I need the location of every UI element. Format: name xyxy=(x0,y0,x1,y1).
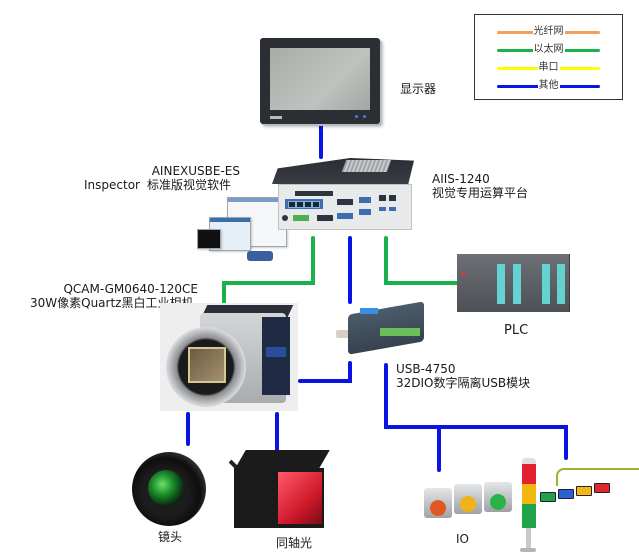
industrial-pc-icon xyxy=(272,158,414,230)
camera-subtitle: 30W像素Quartz黑白工业相机 xyxy=(30,296,194,310)
legend-label-serial: 串口 xyxy=(537,62,560,73)
legend-label-fiber: 光纤网 xyxy=(532,26,565,37)
plc-icon xyxy=(457,254,570,312)
legend-label-other: 其他 xyxy=(537,80,560,91)
legend-item-serial: 串口 xyxy=(475,61,622,75)
monitor-icon xyxy=(260,38,380,124)
legend-item-ethernet: 以太网 xyxy=(475,43,622,57)
software-subtitle-b: 标准版视觉软件 xyxy=(147,178,232,192)
wire-camera-usb xyxy=(298,361,352,383)
plc-label: PLC xyxy=(504,323,529,338)
usb-module-title: USB-4750 xyxy=(396,362,456,376)
usb-io-module-icon xyxy=(336,300,430,355)
push-buttons-icon xyxy=(422,478,514,526)
lens-icon xyxy=(132,448,214,526)
wire-ipc-plc xyxy=(384,236,459,285)
ipc-title: AIIS-1240 xyxy=(432,172,490,186)
io-label: IO xyxy=(456,532,469,546)
monitor-label: 显示器 xyxy=(400,82,437,96)
software-subtitle-a: Inspector xyxy=(84,178,140,192)
software-title: AINEXUSBE-ES xyxy=(151,164,240,178)
industrial-camera-icon xyxy=(160,303,298,411)
legend: 光纤网 以太网 串口 其他 xyxy=(474,14,623,100)
tower-light-icon xyxy=(520,458,639,556)
legend-item-other: 其他 xyxy=(475,79,622,93)
coaxial-light-icon xyxy=(228,450,330,530)
coax-light-label: 同轴光 xyxy=(276,536,313,550)
camera-title: QCAM-GM0640-120CE xyxy=(63,282,198,296)
mini-camera-icon xyxy=(247,251,273,261)
wire-usb-outputs xyxy=(384,363,568,460)
ipc-subtitle: 视觉专用运算平台 xyxy=(432,186,529,200)
lens-label: 镜头 xyxy=(158,530,183,544)
usb-module-subtitle: 32DIO数字隔离USB模块 xyxy=(396,376,531,390)
wire-ipc-camera xyxy=(222,236,315,304)
legend-item-fiber: 光纤网 xyxy=(475,25,622,39)
legend-label-ethernet: 以太网 xyxy=(532,44,565,55)
